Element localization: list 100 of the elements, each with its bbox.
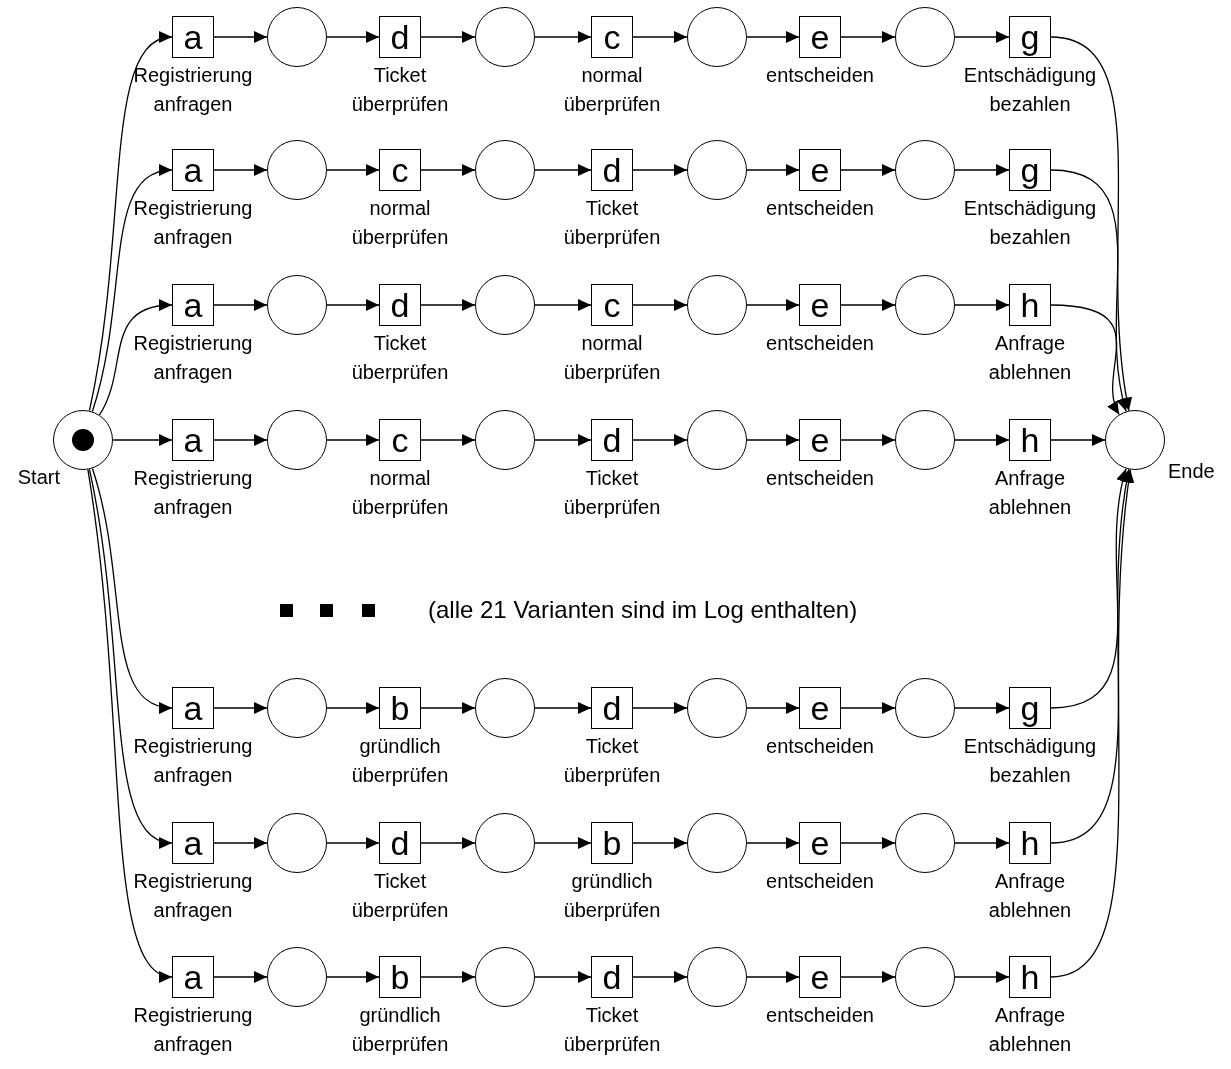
activity-code: g [1020, 19, 1040, 55]
activity-label: Ticket überprüfen [562, 734, 662, 788]
place-circle [267, 947, 327, 1007]
place-circle [895, 7, 955, 67]
activity-code: e [810, 959, 830, 995]
arrow [632, 837, 688, 849]
activity-label: Registrierung anfragen [132, 63, 254, 117]
arrow [213, 164, 268, 176]
place-circle [895, 410, 955, 470]
activity-code: c [603, 19, 621, 55]
place-circle [267, 275, 327, 335]
place-circle [475, 813, 535, 873]
arrow [326, 434, 380, 446]
activity-label: normal überprüfen [562, 331, 662, 385]
activity-code: e [810, 287, 830, 323]
activity-label: entscheiden [765, 1003, 875, 1028]
arrow [326, 299, 380, 311]
activity-label: Anfrage ablehnen [987, 466, 1073, 520]
place-circle [687, 140, 747, 200]
activity-label: Anfrage ablehnen [987, 1003, 1073, 1057]
activity-label: entscheiden [765, 869, 875, 894]
activity-label: Ticket überprüfen [350, 869, 450, 923]
activity-code: e [810, 152, 830, 188]
arrow [420, 702, 476, 714]
arrow [632, 434, 688, 446]
place-circle [267, 7, 327, 67]
arrow [420, 299, 476, 311]
activity-label: Ticket überprüfen [562, 466, 662, 520]
arrow [534, 299, 592, 311]
activity-code: b [390, 690, 410, 726]
arrow [326, 164, 380, 176]
activity-code: a [183, 422, 203, 458]
place-circle [687, 275, 747, 335]
activity-code: a [183, 19, 203, 55]
arrow [1050, 169, 1129, 412]
arrow [954, 702, 1010, 714]
arrow [1050, 468, 1129, 709]
arrow [746, 837, 800, 849]
place-circle [687, 678, 747, 738]
arrow [954, 164, 1010, 176]
activity-label: Anfrage ablehnen [987, 331, 1073, 385]
activity-code: g [1020, 152, 1040, 188]
activity-code: e [810, 422, 830, 458]
activity-label: Anfrage ablehnen [987, 869, 1073, 923]
arrow [326, 971, 380, 983]
activity-label: entscheiden [765, 196, 875, 221]
arrow [840, 299, 896, 311]
arrow [98, 300, 173, 416]
place-circle [267, 140, 327, 200]
place-circle [267, 678, 327, 738]
arrow [840, 837, 896, 849]
activity-code: g [1020, 690, 1040, 726]
activity-code: c [603, 287, 621, 323]
arrow [420, 971, 476, 983]
arrow [420, 164, 476, 176]
activity-label: normal überprüfen [562, 63, 662, 117]
activity-code: h [1020, 825, 1040, 861]
arrow [632, 164, 688, 176]
activity-code: a [183, 287, 203, 323]
arrow [746, 702, 800, 714]
arrow [1050, 469, 1135, 978]
activity-label: Ticket überprüfen [562, 196, 662, 250]
arrow [840, 971, 896, 983]
place-label: Ende [1168, 459, 1215, 483]
arrow [326, 702, 380, 714]
arrow [326, 837, 380, 849]
activity-code: d [390, 287, 410, 323]
activity-label: normal überprüfen [350, 466, 450, 520]
place-circle [475, 678, 535, 738]
activity-code: b [602, 825, 622, 861]
arrow [632, 702, 688, 714]
activity-label: gründlich überprüfen [562, 869, 662, 923]
arrow [840, 164, 896, 176]
arrow [954, 31, 1010, 43]
activity-code: a [183, 690, 203, 726]
arrow [840, 434, 896, 446]
place-circle [475, 140, 535, 200]
activity-code: e [810, 690, 830, 726]
arrow [534, 971, 592, 983]
place-circle [687, 7, 747, 67]
arrow [534, 837, 592, 849]
activity-label: Ticket überprüfen [562, 1003, 662, 1057]
activity-label: Entschädigung bezahlen [962, 734, 1098, 788]
arrow [534, 31, 592, 43]
activity-code: h [1020, 287, 1040, 323]
arrow [91, 166, 173, 413]
place-circle [687, 410, 747, 470]
activity-label: entscheiden [765, 63, 875, 88]
arrow [746, 299, 800, 311]
place-circle [475, 7, 535, 67]
place-circle [895, 275, 955, 335]
place-circle [267, 410, 327, 470]
activity-code: d [390, 825, 410, 861]
activity-code: d [602, 422, 622, 458]
activity-code: a [183, 959, 203, 995]
activity-label: entscheiden [765, 466, 875, 491]
arrow [746, 434, 800, 446]
arrow [632, 31, 688, 43]
activity-label: entscheiden [765, 331, 875, 356]
arrow [112, 434, 173, 446]
